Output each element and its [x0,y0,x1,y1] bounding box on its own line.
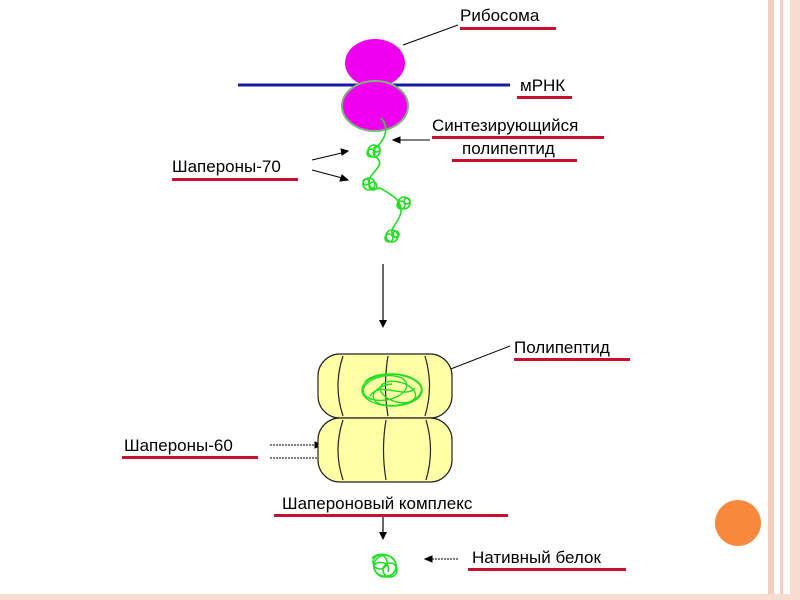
flow-arrow-down [379,264,387,328]
decor-orange-circle [715,500,761,546]
label-ribosome: Рибосома [460,6,540,25]
label-chaperones-70: Шапероны-70 [172,157,281,176]
underline-chaperone-complex [274,514,508,517]
underline-ribosome [460,27,556,30]
label-synthesizing-line2: полипептид [462,139,555,158]
underline-mrna [517,96,572,99]
label-polypeptide: Полипептид [514,338,610,357]
underline-chaperones-60 [122,456,258,459]
polypeptide-in-complex-icon [361,373,423,407]
label-native-protein: Нативный белок [472,548,601,567]
nascent-polypeptide-icon [362,117,411,243]
label-synthesizing-line1: Синтезирующийся [432,116,579,135]
underline-synthesizing [432,136,604,139]
underline-polypeptide-synth [452,159,577,162]
ribosome-icon [341,39,409,132]
chaperonin-complex-icon [317,353,453,483]
underline-native-protein [468,568,626,571]
underline-polypeptide [514,358,630,361]
native-protein-icon [371,553,398,578]
label-mrna: мРНК [520,76,566,95]
flow-arrow-down-2 [379,515,387,540]
label-chaperone-complex: Шапероновый комплекс [282,494,473,513]
underline-chaperones-70 [172,178,298,181]
label-chaperones-60: Шапероны-60 [124,436,233,455]
